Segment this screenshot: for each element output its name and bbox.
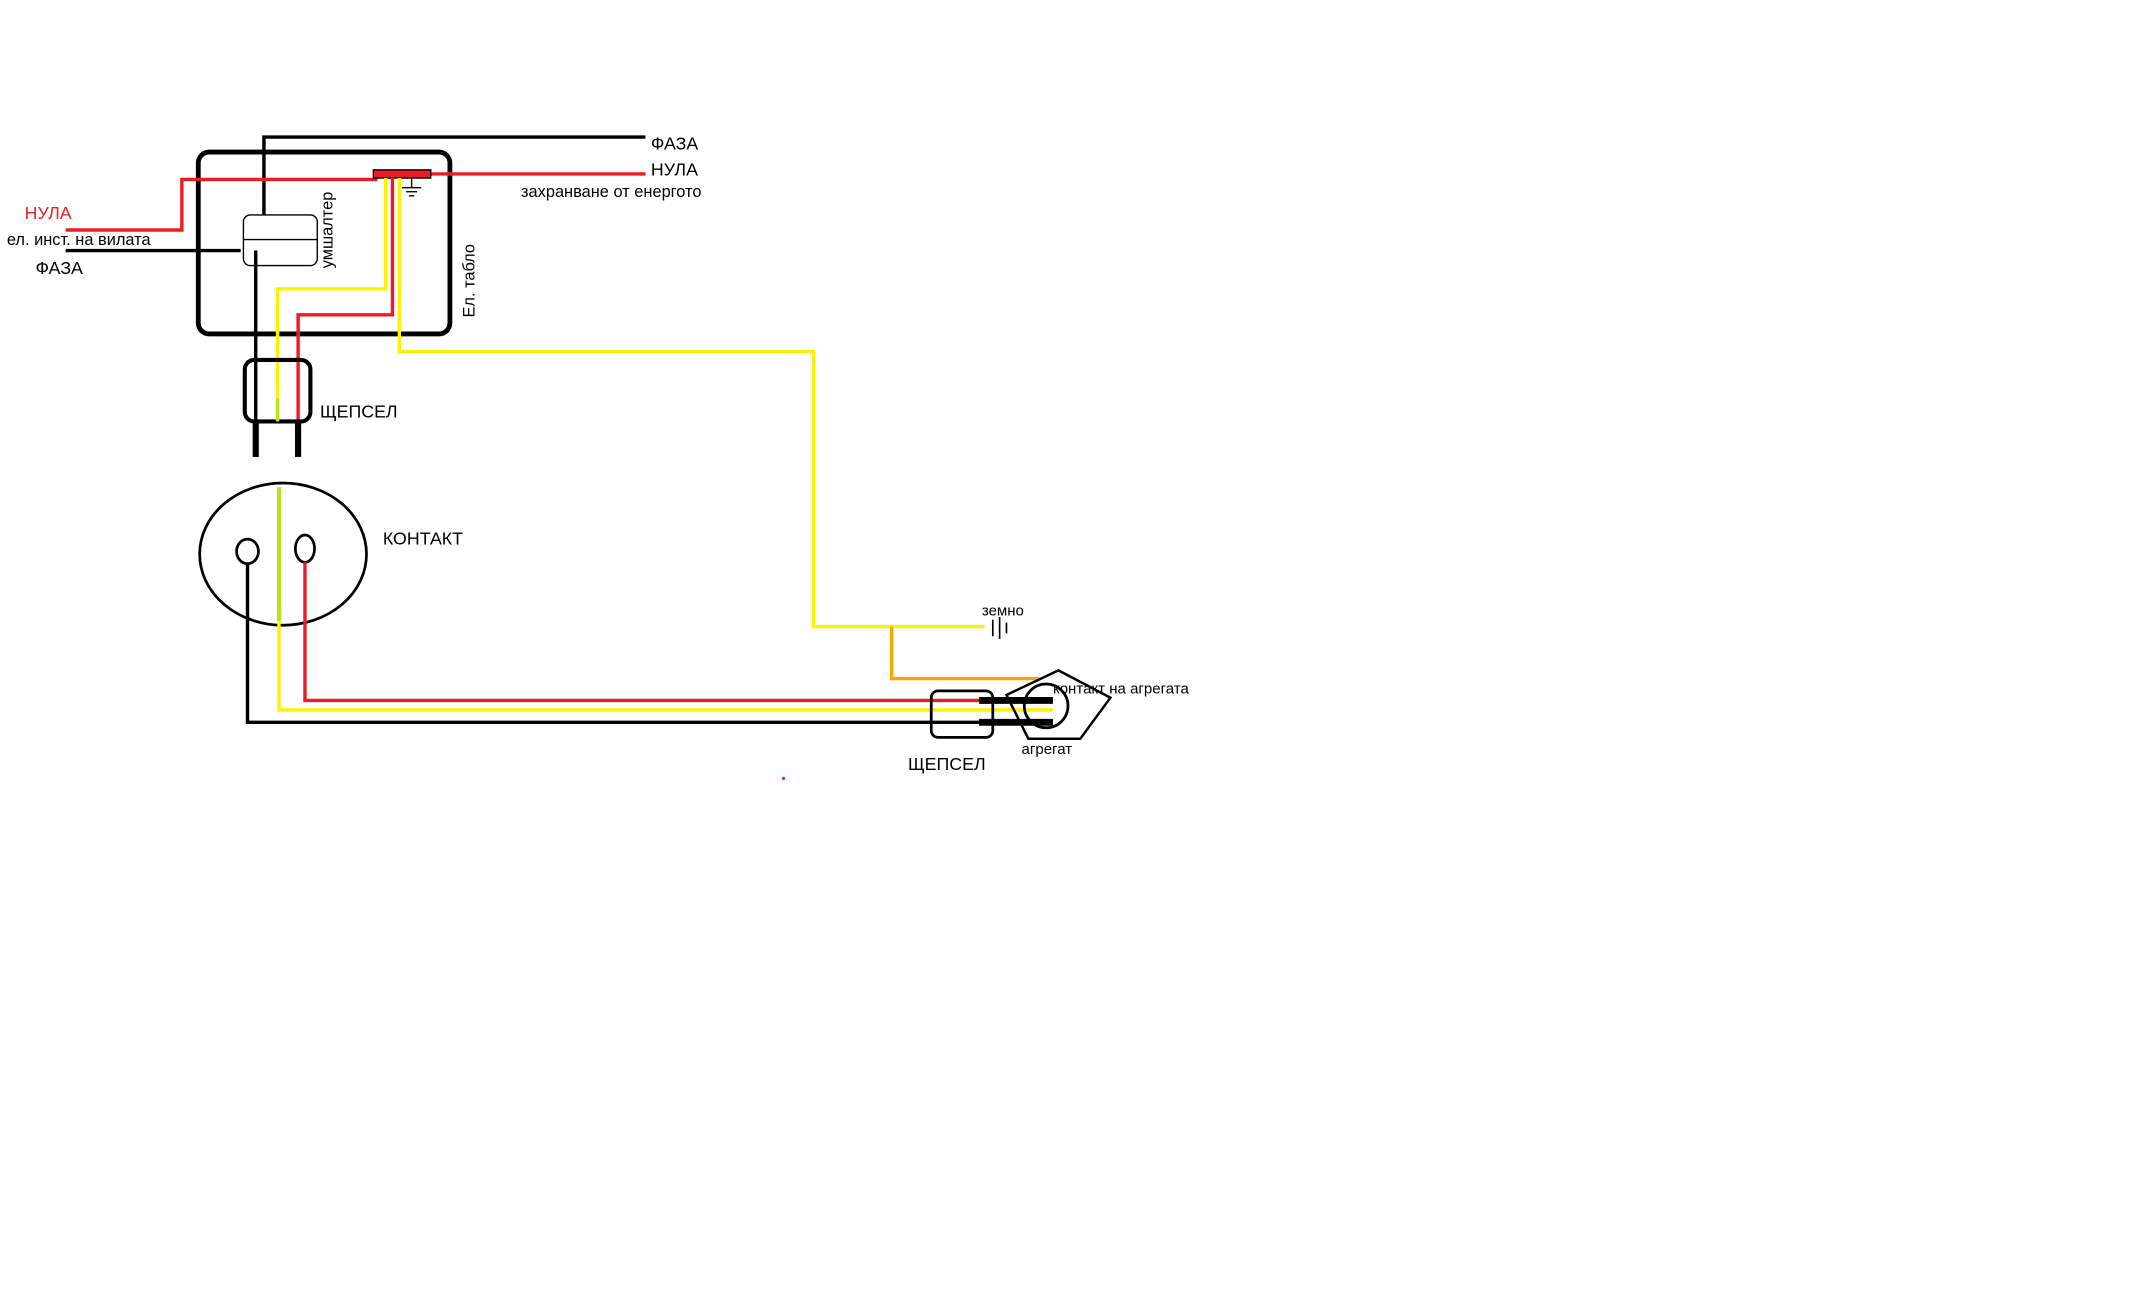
terminal-to-plug-yellow-wire [275, 178, 388, 399]
label-plug-top: ЩЕПСЕЛ [320, 401, 398, 421]
socket-hole-right [294, 533, 316, 564]
ground-wire-long [397, 178, 985, 629]
electrical-panel-box [195, 149, 453, 337]
label-switch: умшалтер [318, 192, 336, 269]
label-plug-bottom: ЩЕПСЕЛ [908, 754, 986, 774]
label-socket: КОНТАКТ [383, 529, 463, 549]
phase-wire-top [262, 135, 646, 244]
socket-to-generator-yellow-wire [277, 621, 1053, 712]
label-faza-top: ФАЗА [651, 133, 698, 153]
label-nula-left: НУЛА [25, 203, 72, 223]
generator-socket [1022, 682, 1070, 730]
socket-hole-left [235, 537, 260, 566]
ground-symbol-icon [402, 178, 422, 197]
label-nula-top: НУЛА [651, 159, 698, 179]
label-faza-left: ФАЗА [36, 258, 83, 278]
label-generator: агрегат [1022, 741, 1073, 758]
label-generator-socket: контакт на агрегата [1053, 681, 1190, 698]
generator-plug-body [929, 689, 995, 739]
ground-branch-wire [889, 626, 1040, 681]
label-supply: захранване от енергото [521, 183, 702, 201]
terminal-to-plug-red-wire [296, 178, 395, 422]
socket-to-generator-red-wire [303, 562, 1053, 703]
socket-to-generator-black-wire [245, 563, 1053, 725]
label-ground: земно [982, 603, 1024, 620]
terminal-bus-bar [372, 169, 432, 179]
earth-ground-icon [991, 617, 1008, 639]
stray-red-dot [781, 776, 786, 781]
neutral-wire-left [65, 177, 378, 232]
socket-body [198, 481, 368, 627]
label-house-install: ел. инст. на вилата [7, 231, 152, 249]
label-panel: Ел. табло [461, 244, 479, 318]
generator-body [1004, 668, 1113, 740]
